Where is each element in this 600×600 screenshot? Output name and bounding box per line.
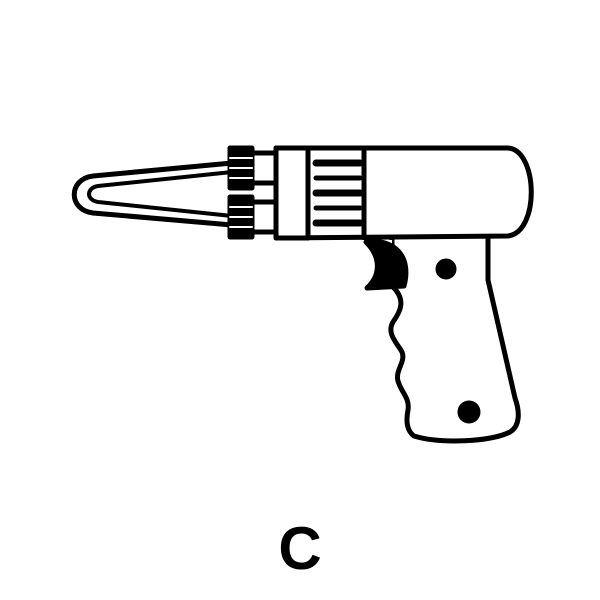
terminal-posts <box>227 145 279 240</box>
front-collar <box>273 145 311 241</box>
gun-housing <box>273 145 534 241</box>
grip-screw-bottom <box>457 400 481 424</box>
wire-tip-loop <box>71 160 235 228</box>
figure-caption: C <box>278 515 322 582</box>
soldering-gun-icon <box>71 145 534 444</box>
trigger <box>363 238 409 291</box>
pistol-grip <box>388 233 521 444</box>
wire-tip-inner <box>87 170 234 218</box>
grip-screw-top <box>435 258 457 280</box>
ribbed-section <box>305 145 367 241</box>
